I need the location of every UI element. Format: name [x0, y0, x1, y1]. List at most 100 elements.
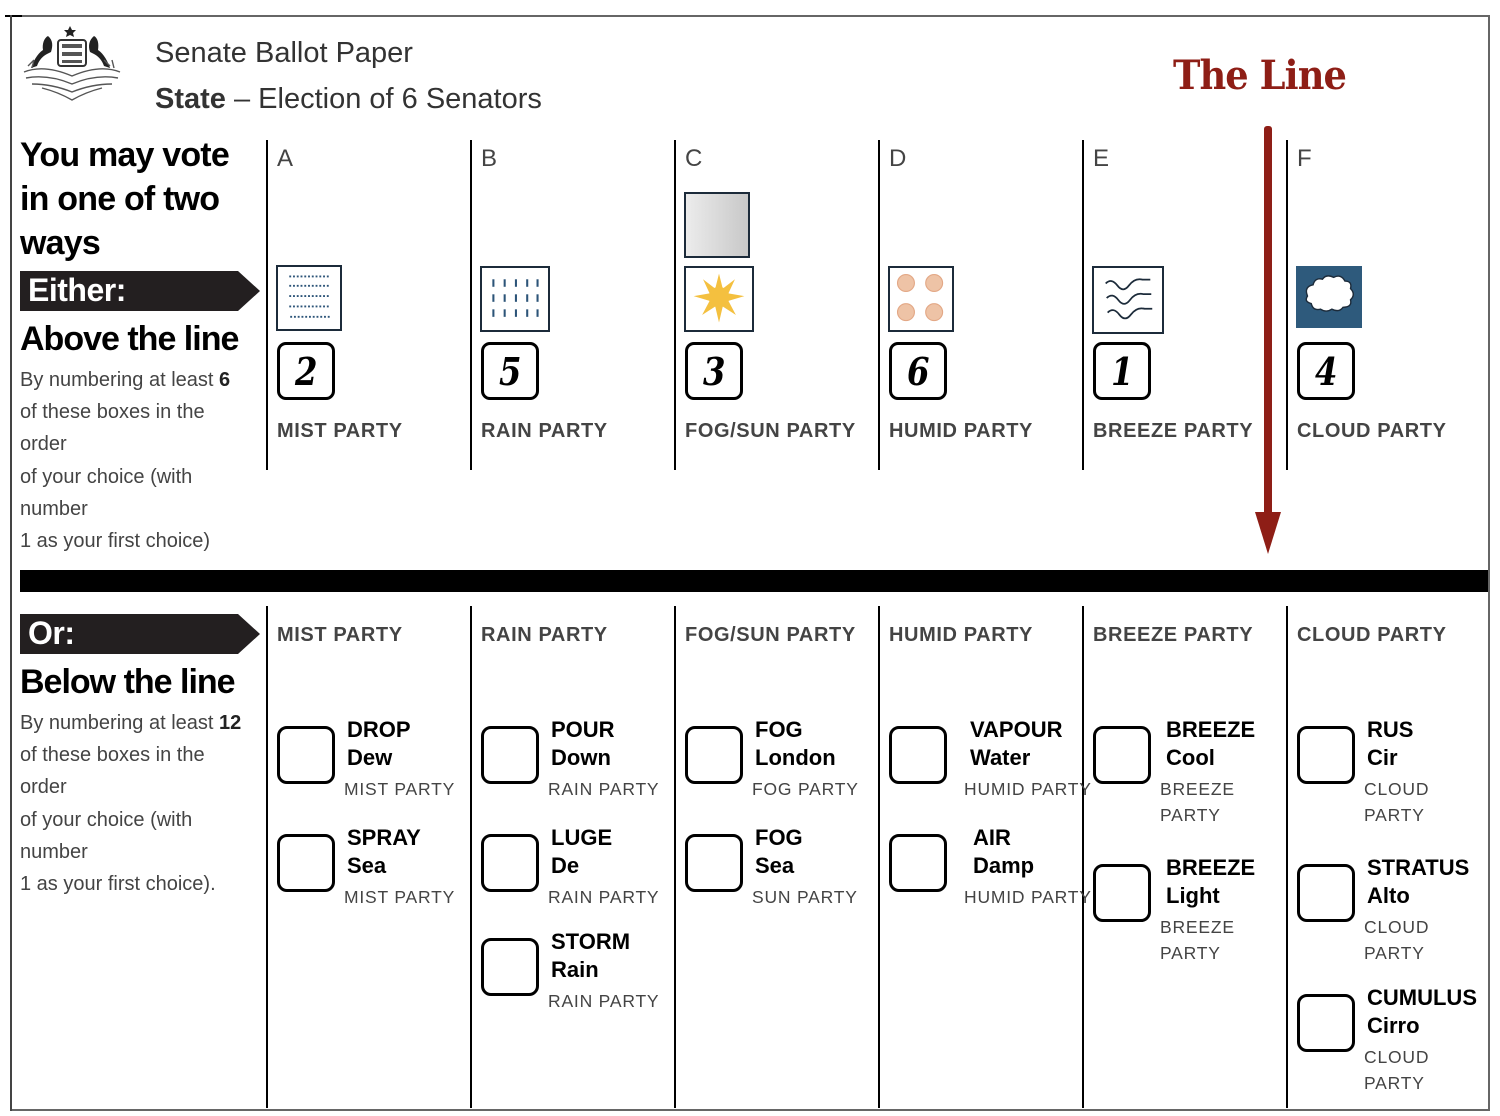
candidate-party: BREEZE PARTY [1160, 779, 1235, 825]
atl-vote-box[interactable]: 1 [1093, 342, 1151, 400]
candidate-party: RAIN PARTY [548, 991, 660, 1011]
atl-column-b: B 5 RAIN PARTY [472, 140, 672, 470]
column-letter: E [1093, 145, 1110, 172]
candidate-given-name: Sea [755, 853, 795, 878]
btl-vote-box[interactable] [1093, 726, 1151, 784]
minimum-count: 6 [219, 369, 231, 391]
the-line-divider [20, 570, 1488, 592]
btl-party-heading: CLOUD PARTY [1297, 624, 1447, 646]
atl-party-name: RAIN PARTY [481, 420, 608, 442]
btl-vote-box[interactable] [277, 834, 335, 892]
atl-vote-box[interactable]: 3 [685, 342, 743, 400]
frame-border-left [10, 15, 12, 1111]
candidate-party: MIST PARTY [344, 779, 456, 799]
column-letter: F [1297, 145, 1312, 172]
column-divider [266, 140, 268, 470]
candidate-given-name: Cool [1166, 745, 1215, 770]
btl-vote-box[interactable] [889, 726, 947, 784]
candidate-given-name: Alto [1367, 883, 1410, 908]
candidate-surname: BREEZE [1166, 855, 1256, 880]
candidate-given-name: Light [1166, 883, 1220, 908]
atl-column-c: C 3 FOG/SUN PARTY [676, 140, 876, 470]
candidate-party: CLOUD PARTY [1364, 917, 1430, 963]
btl-column-rain: RAIN PARTY POUR Down RAIN PARTY LUGE De … [472, 606, 672, 1106]
candidate-surname: FOG [755, 825, 803, 850]
atl-party-name: BREEZE PARTY [1093, 420, 1254, 442]
candidate-surname: SPRAY [347, 825, 421, 850]
candidate-party: FOG PARTY [752, 779, 859, 799]
column-letter: A [277, 145, 294, 172]
candidate-party: SUN PARTY [752, 887, 858, 907]
vote-number: 3 [702, 348, 726, 394]
candidate-party: HUMID PARTY [964, 887, 1092, 907]
candidate-surname: RUS [1367, 717, 1414, 742]
atl-vote-box[interactable]: 4 [1297, 342, 1355, 400]
atl-party-name: HUMID PARTY [889, 420, 1034, 442]
the-line-annotation: The Line [1173, 52, 1347, 99]
column-divider [1286, 606, 1288, 1108]
atl-vote-box[interactable]: 2 [277, 342, 335, 400]
btl-vote-box[interactable] [481, 938, 539, 996]
column-divider [470, 606, 472, 1108]
btl-column-mist: MIST PARTY DROP Dew MIST PARTY SPRAY Sea… [268, 606, 468, 1106]
vote-number: 4 [1314, 348, 1338, 394]
candidate-given-name: Cir [1367, 745, 1398, 770]
candidate-surname: LUGE [551, 825, 613, 850]
btl-vote-box[interactable] [481, 726, 539, 784]
atl-column-a: A 2 MIST PARTY [268, 140, 468, 470]
btl-vote-box[interactable] [277, 726, 335, 784]
atl-vote-box[interactable]: 6 [889, 342, 947, 400]
column-letter: D [889, 145, 907, 172]
vote-number: 5 [498, 348, 522, 394]
minimum-count: 12 [219, 712, 242, 734]
humid-circles-icon [888, 266, 954, 332]
candidate-given-name: Water [970, 745, 1031, 770]
candidate-party: MIST PARTY [344, 887, 456, 907]
btl-vote-box[interactable] [1093, 864, 1151, 922]
btl-vote-box[interactable] [685, 834, 743, 892]
btl-party-heading: HUMID PARTY [889, 624, 1034, 646]
candidate-surname: POUR [551, 717, 615, 742]
candidate-party: HUMID PARTY [964, 779, 1092, 799]
below-the-line-heading: Below the line [20, 663, 236, 701]
column-divider [1082, 140, 1084, 470]
candidate-given-name: Cirro [1367, 1013, 1420, 1038]
rain-lines-icon [480, 266, 550, 332]
either-tag: Either: [20, 271, 260, 311]
candidate-given-name: Dew [347, 745, 393, 770]
atl-vote-box[interactable]: 5 [481, 342, 539, 400]
column-divider [674, 606, 676, 1108]
column-divider [266, 606, 268, 1108]
candidate-given-name: Damp [973, 853, 1035, 878]
atl-party-name: CLOUD PARTY [1297, 420, 1447, 442]
ballot-title: Senate Ballot Paper [155, 37, 413, 69]
column-divider [878, 140, 880, 470]
or-tag: Or: [20, 614, 260, 654]
btl-column-fog-sun: FOG/SUN PARTY FOG London FOG PARTY FOG S… [676, 606, 876, 1106]
election-label: – Election of 6 Senators [225, 83, 542, 115]
above-the-line-heading: Above the line [20, 320, 239, 358]
column-letter: B [481, 145, 498, 172]
btl-vote-box[interactable] [1297, 994, 1355, 1052]
candidate-surname: STRATUS [1367, 855, 1470, 880]
btl-vote-box[interactable] [889, 834, 947, 892]
or-label: Or: [28, 615, 75, 651]
btl-vote-box[interactable] [1297, 864, 1355, 922]
down-arrow-icon [1255, 126, 1281, 554]
candidate-surname: BREEZE [1166, 717, 1256, 742]
atl-column-d: D 6 HUMID PARTY [880, 140, 1080, 470]
btl-party-heading: MIST PARTY [277, 624, 403, 646]
candidate-surname: AIR [973, 825, 1011, 850]
btl-vote-box[interactable] [481, 834, 539, 892]
either-label: Either: [28, 272, 126, 308]
btl-vote-box[interactable] [1297, 726, 1355, 784]
sun-icon [684, 266, 754, 332]
atl-party-name: MIST PARTY [277, 420, 403, 442]
column-divider [1082, 606, 1084, 1108]
btl-vote-box[interactable] [685, 726, 743, 784]
candidate-surname: VAPOUR [970, 717, 1063, 742]
candidate-given-name: De [551, 853, 580, 878]
btl-column-cloud: CLOUD PARTY RUS Cir CLOUD PARTY STRATUS … [1288, 606, 1488, 1106]
btl-column-breeze: BREEZE PARTY BREEZE Cool BREEZE PARTY BR… [1084, 606, 1284, 1106]
mist-dots-icon [276, 265, 342, 331]
